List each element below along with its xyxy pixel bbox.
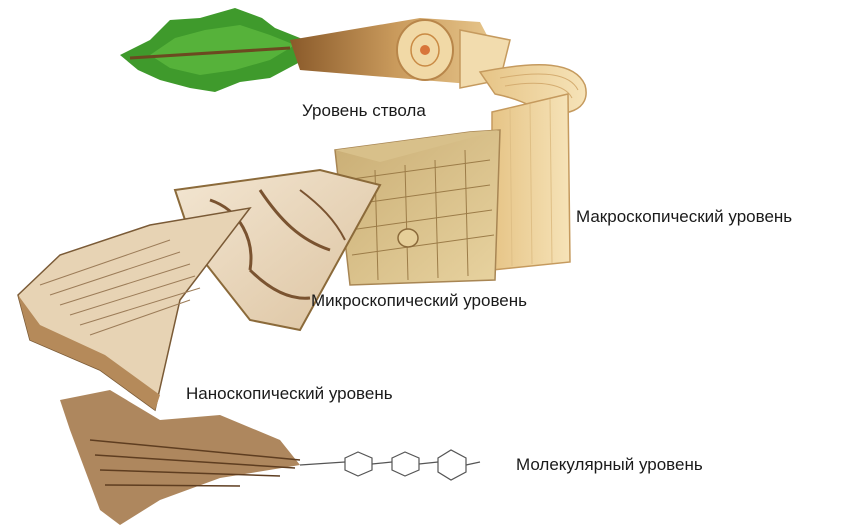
label-trunk-level: Уровень ствола (302, 101, 426, 121)
macroscopic-board (492, 94, 570, 270)
cellulose-molecule-chain (300, 450, 480, 480)
trunk-log (290, 18, 510, 88)
nanoscopic-layers (18, 208, 250, 410)
label-macroscopic-level: Макроскопический уровень (576, 207, 792, 227)
label-molecular-level: Молекулярный уровень (516, 455, 703, 475)
fibril-bundle (60, 390, 300, 525)
label-nanoscopic-level: Наноскопический уровень (186, 384, 393, 404)
tree-crown-leaves (120, 8, 318, 92)
label-microscopic-level: Микроскопический уровень (311, 291, 527, 311)
